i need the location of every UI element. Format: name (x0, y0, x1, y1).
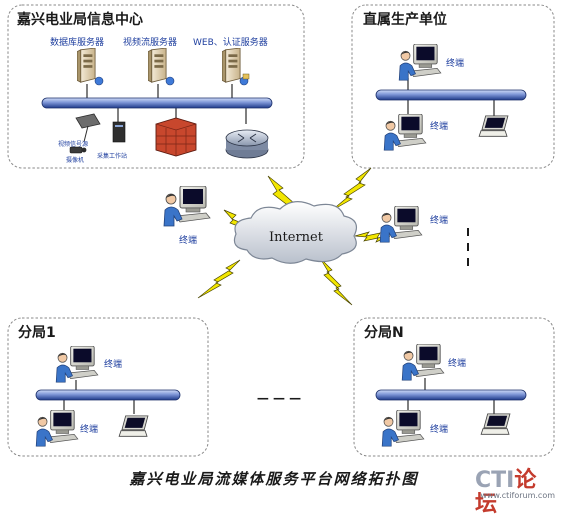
terminal-label: 终端 (430, 120, 448, 132)
server-label-web-auth: WEB、认证服务器 (193, 36, 268, 48)
direct-unit-bus (375, 89, 527, 101)
firewall-icon (155, 117, 197, 157)
terminal-label: 终端 (104, 358, 122, 370)
branchN-bus (375, 389, 527, 401)
globe-icon (94, 76, 104, 86)
logo-site: www.ctiforum.com (480, 491, 555, 500)
lock-icon (242, 73, 250, 80)
internet-cloud: Internet (233, 201, 357, 264)
terminal-label: 终端 (179, 234, 197, 246)
group-title-branchN: 分局N (364, 325, 404, 341)
workstation-icon (379, 206, 423, 243)
globe-icon (165, 76, 175, 86)
horizontal-ellipsis: — — — (257, 391, 301, 405)
video-source-icon (75, 113, 101, 129)
info-center-bus (41, 97, 273, 109)
lightning-link-direct (330, 167, 372, 212)
terminal-label: 终端 (446, 57, 464, 69)
internet-label: Internet (269, 230, 324, 245)
device-label-video-source: 视频信号源 (58, 140, 88, 148)
router-icon (225, 129, 269, 159)
web-auth-server-icon (222, 48, 241, 83)
logo-brand-main: CTI (475, 468, 515, 493)
lightning-link-branchN (319, 257, 353, 306)
terminal-label: 终端 (80, 423, 98, 435)
video-stream-server-icon (148, 48, 167, 83)
lightning-link-branch1 (197, 259, 241, 299)
terminal-label: 终端 (430, 214, 448, 226)
info-center-servers (77, 48, 250, 86)
ctiforum-logo: CTI论坛 www.ctiforum.com (475, 468, 557, 517)
server-label-database: 数据库服务器 (50, 36, 104, 48)
server-label-video-stream: 视频流服务器 (123, 36, 177, 48)
group-title-direct: 直属生产单位 (363, 11, 447, 28)
terminal-label: 终端 (430, 423, 448, 435)
device-label-camera: 摄像机 (66, 156, 84, 164)
branch1-bus (35, 389, 181, 401)
capture-devices (69, 113, 126, 154)
diagram-caption: 嘉兴电业局流媒体服务平台网络拓扑图 (128, 470, 419, 488)
database-server-icon (77, 48, 96, 83)
device-label-capture-workstation: 采集工作站 (97, 152, 127, 160)
group-frame-direct (351, 4, 555, 169)
group-title-info-center: 嘉兴电业局信息中心 (16, 11, 143, 28)
group-title-branch1: 分局1 (18, 325, 56, 341)
terminal-label: 终端 (448, 357, 466, 369)
workstation-icon (163, 186, 211, 227)
